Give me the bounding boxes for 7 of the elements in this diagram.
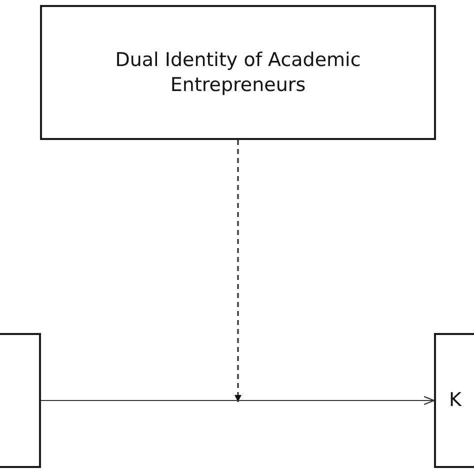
concept-box bbox=[40, 5, 436, 140]
box-label: K bbox=[449, 388, 462, 413]
empty-box bbox=[0, 333, 41, 468]
box-label: Dual Identity of Academic Entrepreneurs bbox=[114, 48, 362, 98]
arrow bbox=[234, 140, 242, 402]
arrow bbox=[40, 396, 435, 406]
concept-box bbox=[434, 333, 474, 468]
